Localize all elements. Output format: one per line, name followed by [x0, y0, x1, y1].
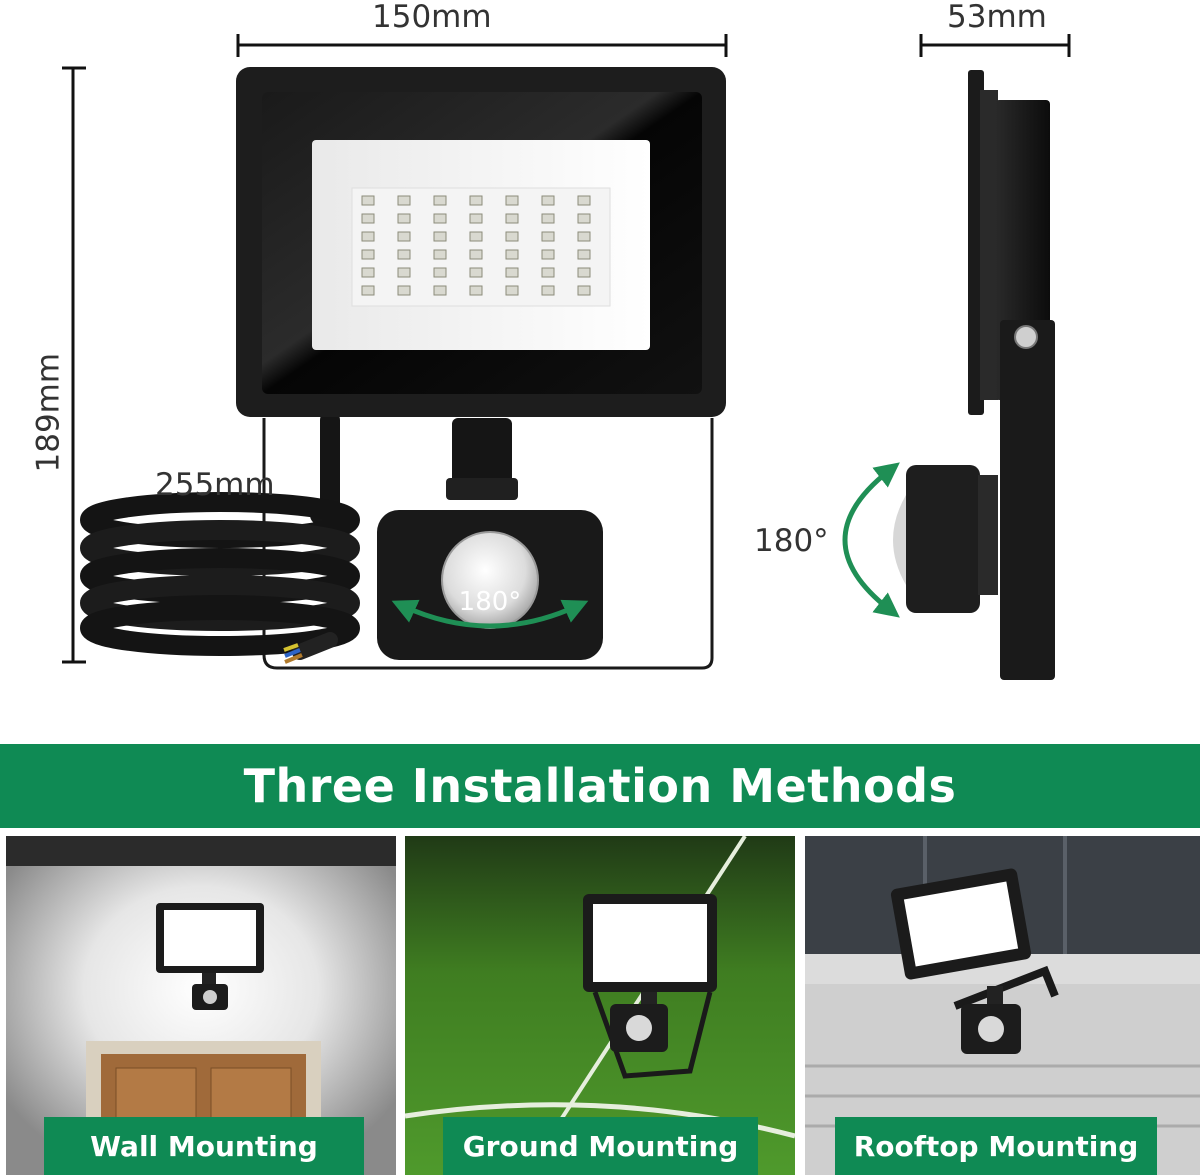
led-chip — [469, 285, 483, 296]
led-chip — [361, 267, 375, 278]
led-chip — [433, 285, 447, 296]
motion-sensor-front: 180° — [377, 510, 603, 660]
dimension-height-label: 189mm — [30, 352, 67, 473]
led-chip — [469, 267, 483, 278]
led-chip — [397, 267, 411, 278]
method-panel-wall: Wall Mounting — [6, 836, 396, 1175]
dimension-cable-label: 255mm — [155, 467, 275, 503]
led-chip — [469, 213, 483, 224]
led-chip — [361, 249, 375, 260]
led-chip — [505, 249, 519, 260]
caption-wall-mounting: Wall Mounting — [44, 1117, 364, 1175]
method-panel-ground: Ground Mounting — [405, 836, 795, 1175]
led-chip — [505, 267, 519, 278]
installation-banner: Three Installation Methods — [0, 744, 1200, 828]
led-chip — [361, 285, 375, 296]
led-chip — [577, 267, 591, 278]
product-dimension-drawing: 180° — [62, 34, 1071, 680]
led-chip — [541, 231, 555, 242]
led-chip — [433, 231, 447, 242]
floodlight-side-view — [842, 70, 1055, 680]
floodlight-front — [236, 67, 726, 500]
caption-rooftop-mounting: Rooftop Mounting — [835, 1117, 1157, 1175]
led-array — [361, 195, 591, 296]
led-chip — [397, 195, 411, 206]
depth-dimension-line — [919, 34, 1071, 57]
rotation-arrow-icon — [842, 462, 900, 618]
led-chip — [361, 195, 375, 206]
led-chip — [433, 249, 447, 260]
led-chip — [505, 213, 519, 224]
led-chip — [577, 231, 591, 242]
led-chip — [469, 195, 483, 206]
led-chip — [433, 195, 447, 206]
led-chip — [577, 285, 591, 296]
led-chip — [541, 267, 555, 278]
led-chip — [577, 195, 591, 206]
led-chip — [577, 213, 591, 224]
led-chip — [361, 213, 375, 224]
sensor-rotation-label-front: 180° — [459, 587, 522, 617]
led-chip — [505, 195, 519, 206]
banner-title: Three Installation Methods — [243, 759, 957, 813]
led-chip — [469, 231, 483, 242]
led-chip — [397, 285, 411, 296]
led-chip — [469, 249, 483, 260]
led-chip — [397, 231, 411, 242]
led-chip — [505, 231, 519, 242]
method-panel-roof: Rooftop Mounting — [805, 836, 1200, 1175]
mounting-bracket — [262, 418, 714, 670]
led-chip — [541, 249, 555, 260]
dimension-width-label: 150mm — [372, 0, 492, 35]
led-chip — [361, 231, 375, 242]
led-chip — [577, 249, 591, 260]
width-dimension-line — [236, 34, 728, 57]
led-chip — [505, 285, 519, 296]
caption-ground-mounting: Ground Mounting — [443, 1117, 758, 1175]
led-chip — [397, 213, 411, 224]
sensor-rotation-label-side: 180° — [754, 523, 829, 559]
led-chip — [541, 285, 555, 296]
led-chip — [541, 213, 555, 224]
led-chip — [541, 195, 555, 206]
led-chip — [397, 249, 411, 260]
rotation-arrow-icon — [391, 599, 589, 629]
led-chip — [433, 267, 447, 278]
height-dimension-line — [62, 66, 86, 664]
power-cable-coil — [80, 410, 360, 664]
dimension-depth-label: 53mm — [947, 0, 1047, 35]
led-chip — [433, 213, 447, 224]
